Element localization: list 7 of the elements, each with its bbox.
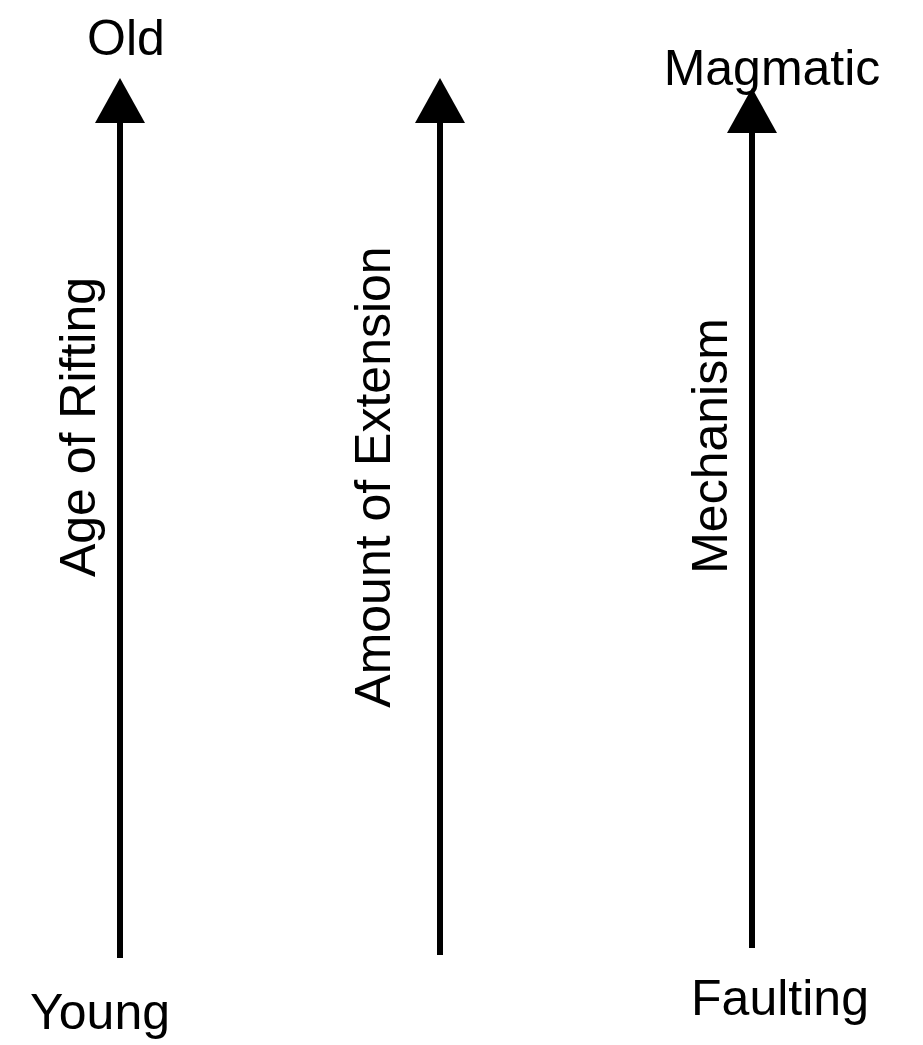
axis-end-label: Faulting: [691, 973, 869, 1023]
axis-end-label: Magmatic: [663, 43, 881, 93]
axis-title: Mechanism: [685, 318, 735, 574]
axis-title: Age of Rifting: [53, 276, 103, 578]
axis-end-label: Young: [30, 987, 170, 1037]
axis-end-label: Old: [87, 13, 165, 63]
axis-title: Amount of Extension: [348, 246, 398, 708]
